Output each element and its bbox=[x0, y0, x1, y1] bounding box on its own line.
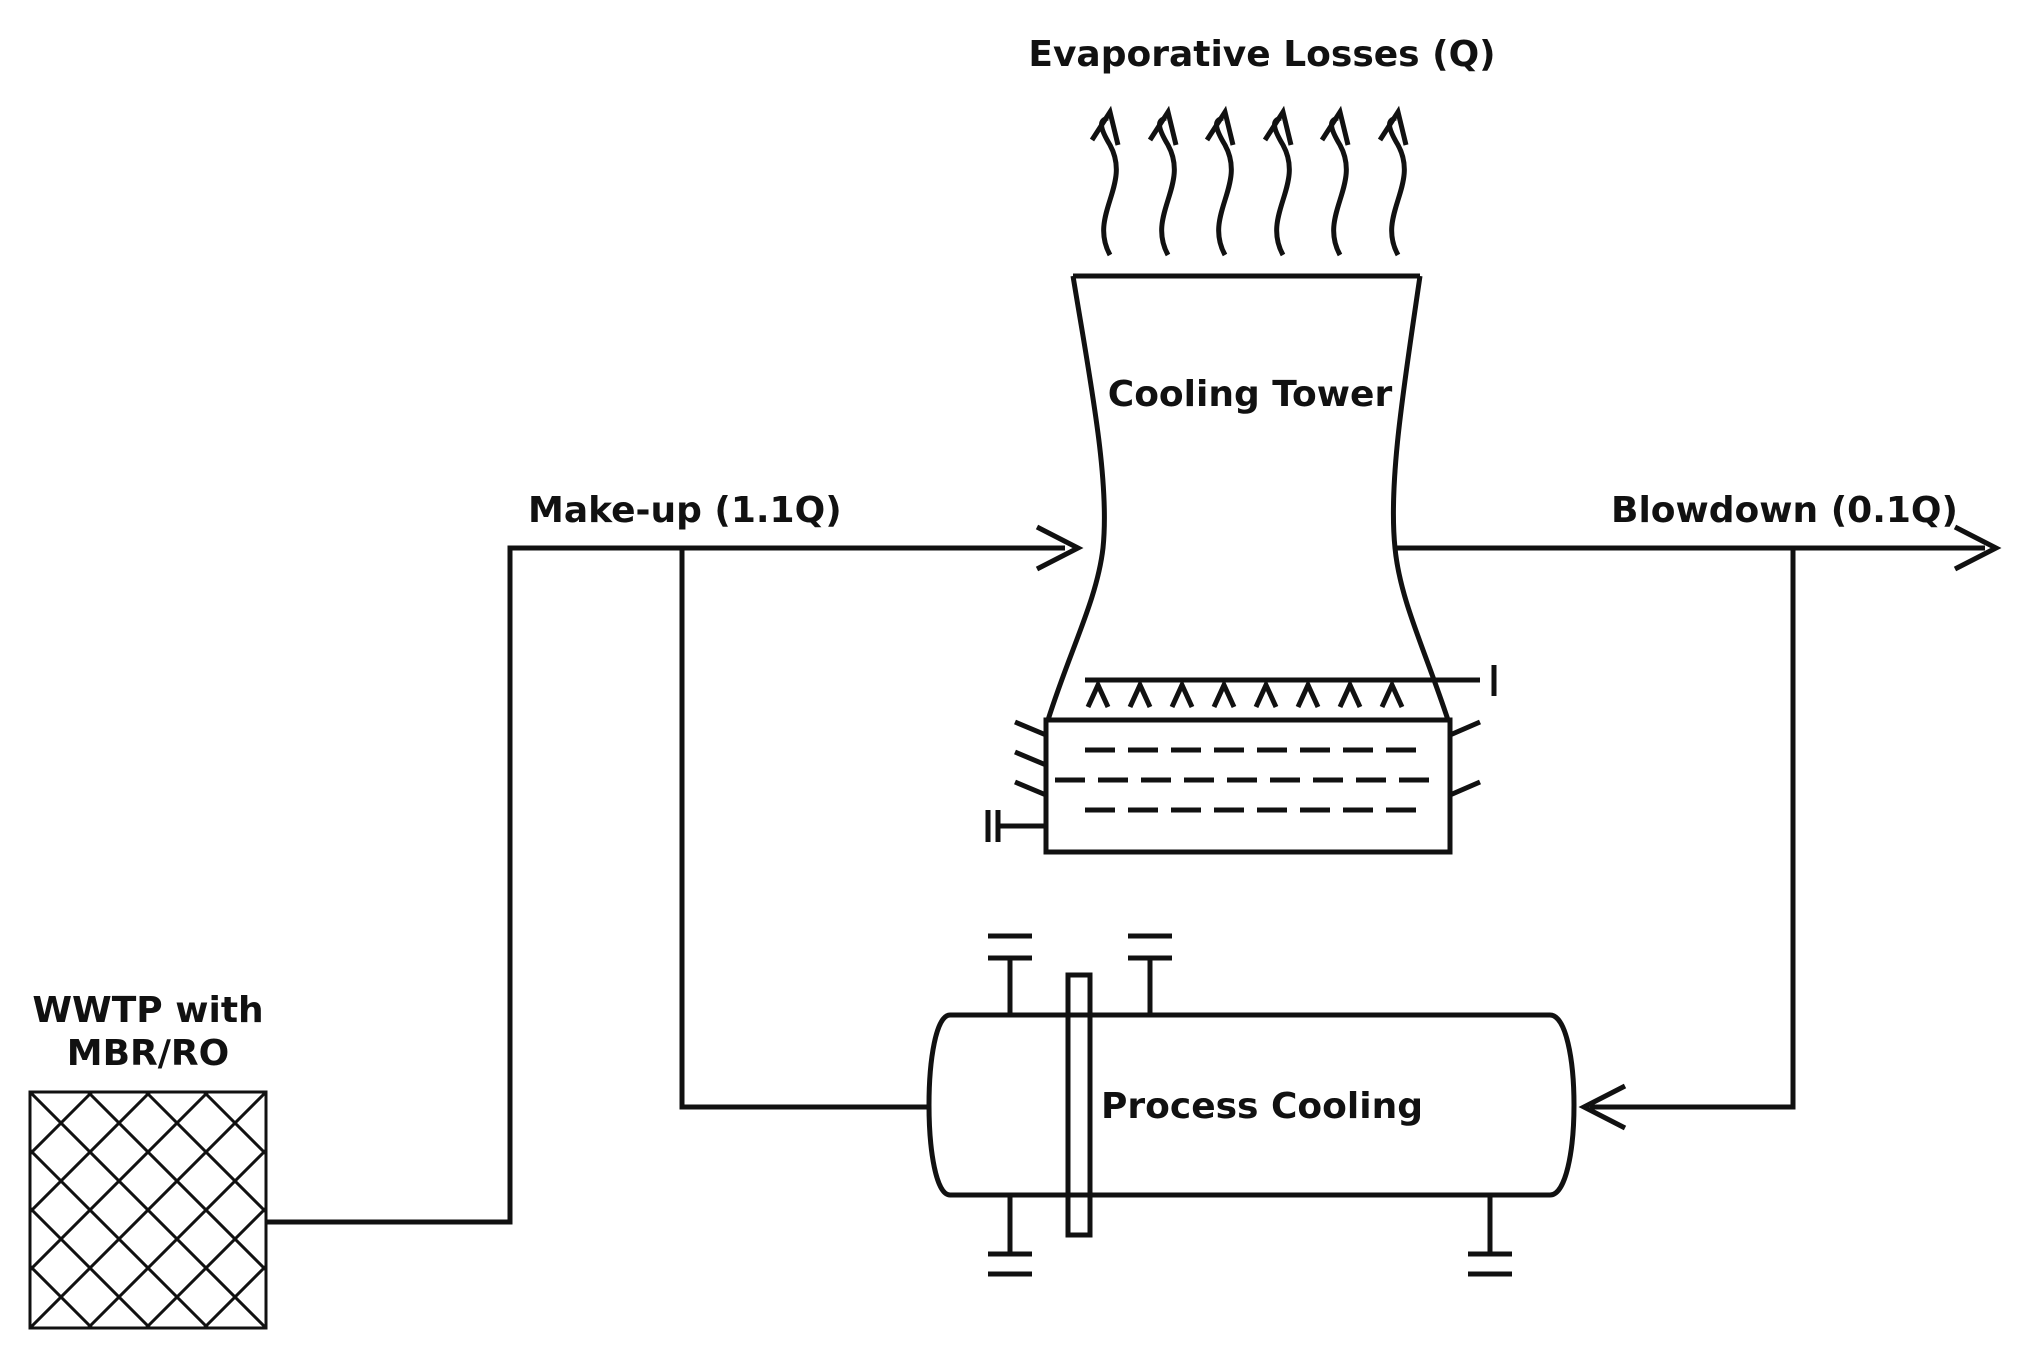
make-up-line bbox=[266, 524, 1084, 1225]
evaporation-arrow-icon bbox=[1377, 105, 1409, 257]
wwtp-label-line1: WWTP with bbox=[32, 990, 263, 1031]
mesh-filter-icon bbox=[28, 1090, 268, 1330]
evaporative-losses-label: Evaporative Losses (Q) bbox=[1028, 34, 1495, 75]
process-cooling-label: Process Cooling bbox=[1101, 1086, 1423, 1127]
heat-exchanger-icon bbox=[926, 933, 1577, 1277]
cooling-tower-icon bbox=[985, 273, 1497, 855]
evaporation-arrow-icon bbox=[1147, 105, 1179, 257]
make-up-label: Make-up (1.1Q) bbox=[528, 490, 842, 531]
evaporation-arrow-icon bbox=[1262, 105, 1294, 257]
evaporation-arrow-icon bbox=[1319, 105, 1351, 257]
evaporation-arrow-icon bbox=[1089, 105, 1121, 257]
wwtp-label-line2: MBR/RO bbox=[67, 1033, 229, 1074]
evaporation-arrow-icon bbox=[1204, 105, 1236, 257]
evaporation-arrows bbox=[1089, 105, 1409, 257]
blowdown-line bbox=[1395, 524, 2002, 1131]
blowdown-label: Blowdown (0.1Q) bbox=[1611, 490, 1958, 531]
cooling-tower-label: Cooling Tower bbox=[1108, 374, 1393, 415]
